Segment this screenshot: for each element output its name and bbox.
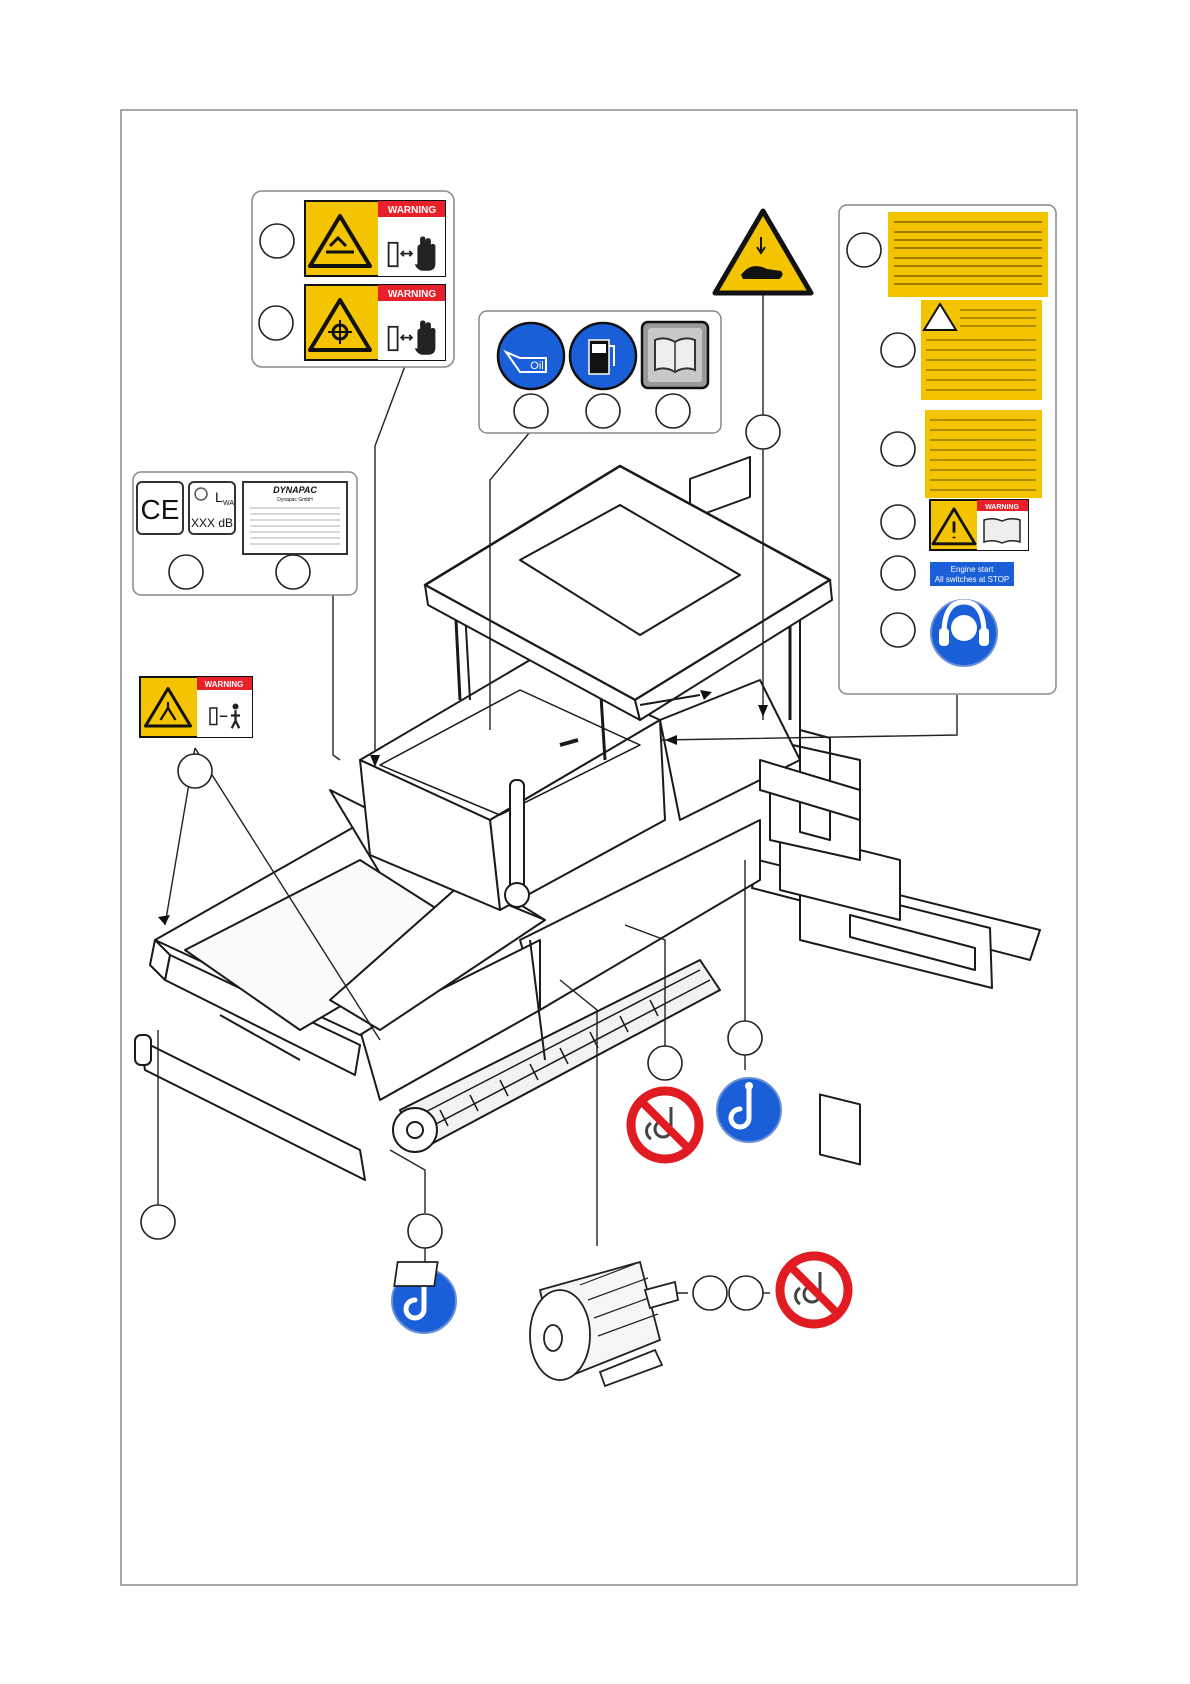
callout-circle bbox=[881, 505, 915, 539]
engine-start-line-2: All switches at STOP bbox=[935, 575, 1010, 584]
warning-text: WARNING bbox=[388, 289, 437, 300]
warning-decal-rotating-parts: WARNING bbox=[305, 285, 445, 360]
warning-text: WARNING bbox=[985, 504, 1019, 511]
brand-text: DYNAPAC bbox=[273, 485, 317, 495]
machine-nameplate: DYNAPAC Dynapac GmbH bbox=[243, 482, 347, 554]
callout-circle bbox=[728, 1021, 762, 1055]
callout-circle bbox=[881, 613, 915, 647]
no-lifting-icon bbox=[780, 1256, 848, 1324]
hand-crush-warning-icon bbox=[715, 211, 811, 293]
callout-circle bbox=[656, 394, 690, 428]
callout-circle bbox=[259, 306, 293, 340]
warning-text-panel-2 bbox=[921, 300, 1042, 400]
callout-circle bbox=[729, 1276, 763, 1310]
callout-circle bbox=[260, 224, 294, 258]
warning-text-panel-3 bbox=[925, 410, 1042, 498]
callout-circle bbox=[408, 1214, 442, 1248]
callout-circle bbox=[847, 233, 881, 267]
oil-text: Oil bbox=[530, 360, 543, 372]
warning-text: WARNING bbox=[205, 680, 244, 689]
oil-can-icon: Oil bbox=[498, 323, 564, 389]
brand-sub-text: Dynapac GmbH bbox=[277, 497, 313, 503]
callout-circle bbox=[514, 394, 548, 428]
cab-decals-group: WARNING Engine start All switches at STO… bbox=[839, 205, 1056, 694]
warning-decal-person-hazard: WARNING bbox=[140, 677, 252, 737]
callout-circle bbox=[586, 394, 620, 428]
lwa-text: L bbox=[215, 489, 223, 505]
warning-text: WARNING bbox=[388, 205, 437, 216]
service-decals-group: Oil bbox=[479, 311, 721, 433]
warning-text-panel-1 bbox=[888, 212, 1048, 297]
callout-circle bbox=[178, 754, 212, 788]
callout-circle bbox=[881, 432, 915, 466]
warning-decals-group: WARNING WARNING bbox=[252, 191, 454, 367]
ce-text: CE bbox=[141, 494, 180, 525]
manual-book-icon bbox=[642, 322, 708, 388]
callout-circle bbox=[881, 556, 915, 590]
callout-circle bbox=[746, 415, 780, 449]
warning-decal-crush-hazard: WARNING bbox=[305, 201, 445, 276]
callout-circle bbox=[276, 555, 310, 589]
callout-circle bbox=[693, 1276, 727, 1310]
callout-circle bbox=[141, 1205, 175, 1239]
engine-start-decal: Engine start All switches at STOP bbox=[930, 562, 1014, 586]
hearing-protection-icon bbox=[931, 600, 997, 666]
callout-circle bbox=[648, 1046, 682, 1080]
crane-hook-icon bbox=[717, 1078, 781, 1142]
lwa-sub-text: WA bbox=[223, 500, 234, 507]
callout-circle bbox=[169, 555, 203, 589]
db-text: XXX dB bbox=[191, 516, 233, 530]
ce-mark-icon: CE bbox=[137, 482, 183, 534]
engine-start-line-1: Engine start bbox=[951, 565, 994, 574]
warning-decal-read-manual: WARNING bbox=[930, 500, 1028, 550]
conformity-decals-group: CE L WA XXX dB DYNAPAC Dynapac GmbH bbox=[133, 472, 357, 595]
sound-power-label: L WA XXX dB bbox=[189, 482, 235, 534]
callout-circle bbox=[881, 333, 915, 367]
no-lifting-icon bbox=[631, 1091, 699, 1159]
diesel-pump-icon bbox=[570, 323, 636, 389]
